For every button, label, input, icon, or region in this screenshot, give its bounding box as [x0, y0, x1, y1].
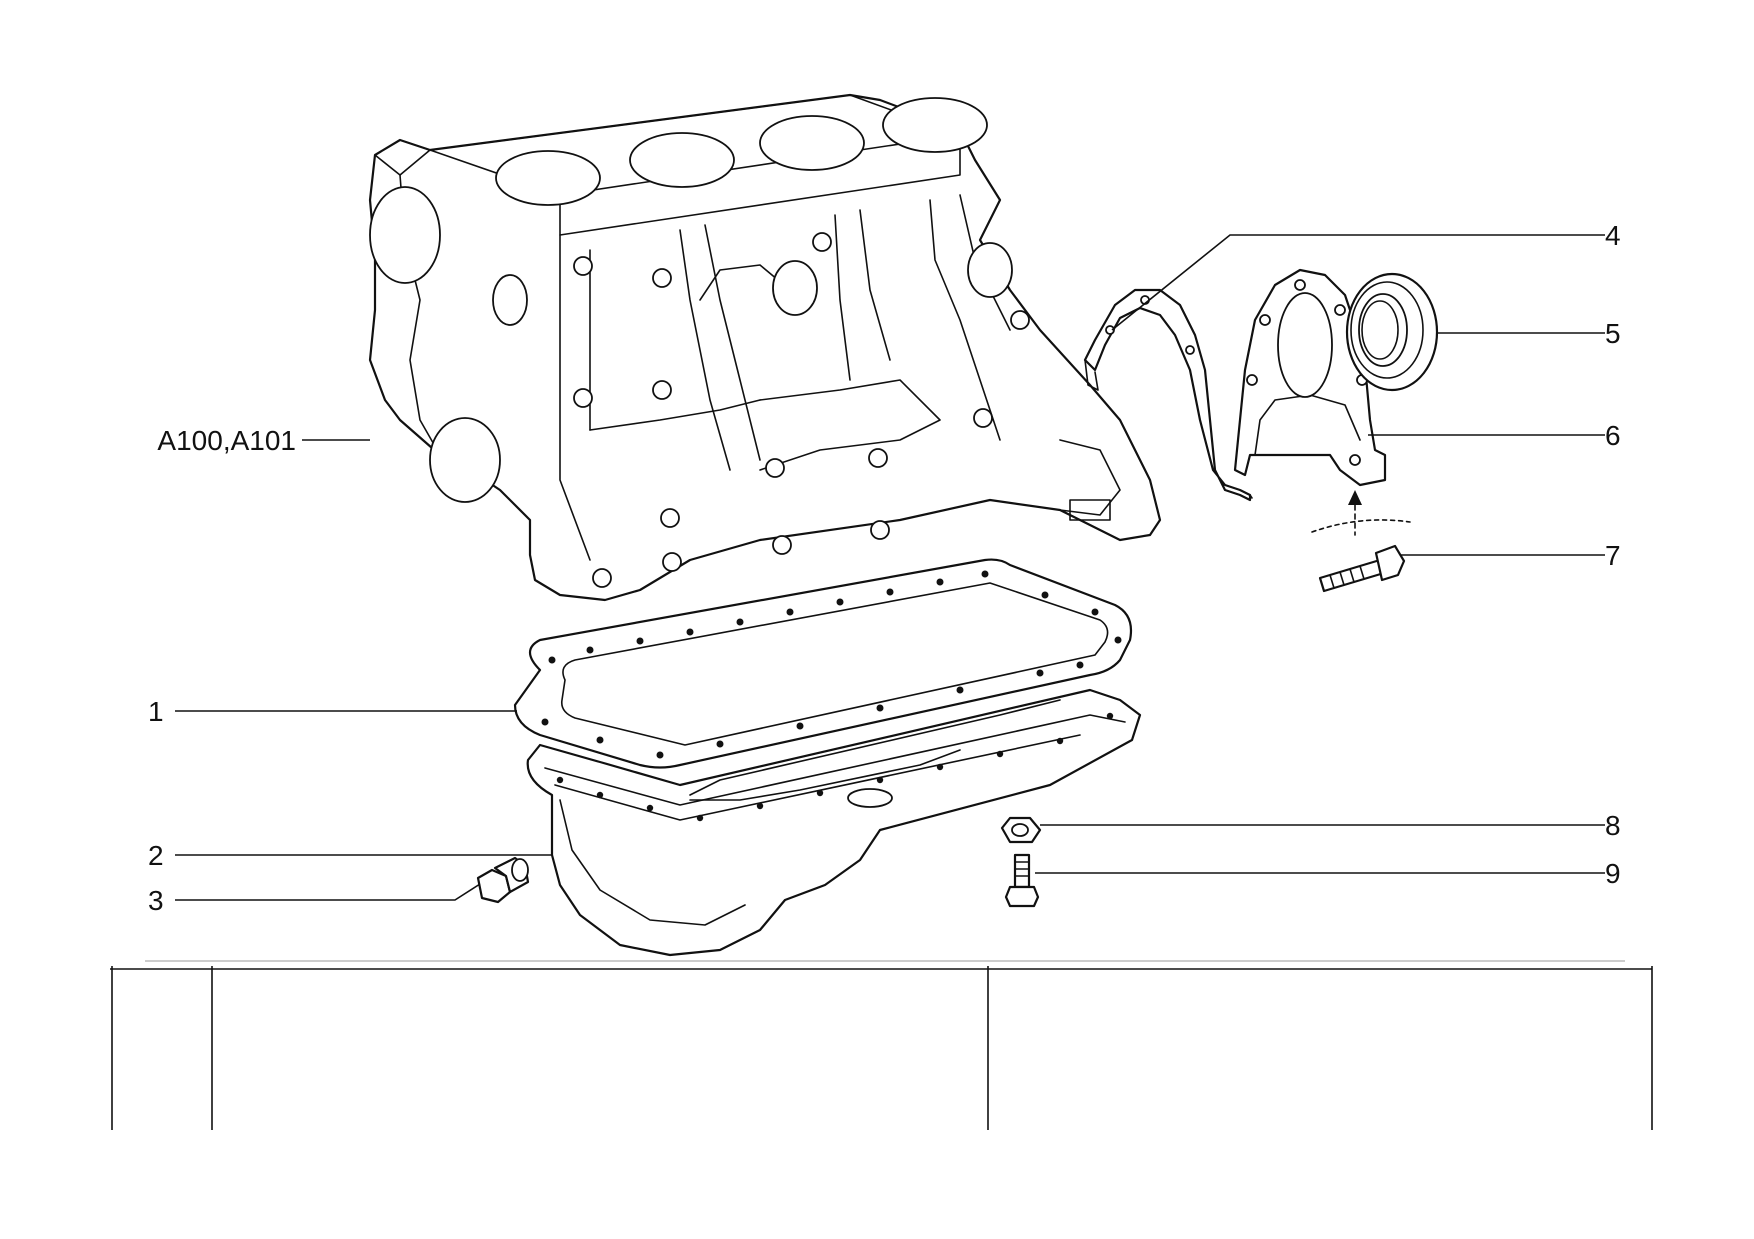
leader-lines: [175, 234, 1605, 901]
sealing-washer: [1000, 816, 1042, 844]
callout-block: A100,A101: [157, 425, 296, 456]
callout-8: 8: [1605, 810, 1621, 841]
drain-plug: [476, 856, 530, 904]
oil-pan-gasket: [513, 558, 1133, 769]
oil-pan-flange-holes: [556, 712, 1114, 822]
cover-bolt: [1311, 490, 1411, 593]
callout-9: 9: [1605, 858, 1621, 889]
callout-4: 4: [1605, 220, 1621, 251]
pan-bolt: [1004, 853, 1040, 908]
engine-block: [368, 93, 1162, 602]
callout-2: 2: [148, 840, 164, 871]
rear-cover-gasket: [1083, 288, 1253, 502]
callout-6: 6: [1605, 420, 1621, 451]
callout-5: 5: [1605, 318, 1621, 349]
callout-7: 7: [1605, 540, 1621, 571]
callout-1: 1: [148, 696, 164, 727]
gasket-bolt-holes: [541, 570, 1122, 759]
callout-3: 3: [148, 885, 164, 916]
crankshaft-oil-seal: [1345, 272, 1439, 392]
oil-pan: [526, 688, 1142, 957]
parts-table-frame: [110, 960, 1653, 1130]
callout-labels: A100,A101 1 2 3 4 5 6 7 8 9: [148, 220, 1621, 916]
